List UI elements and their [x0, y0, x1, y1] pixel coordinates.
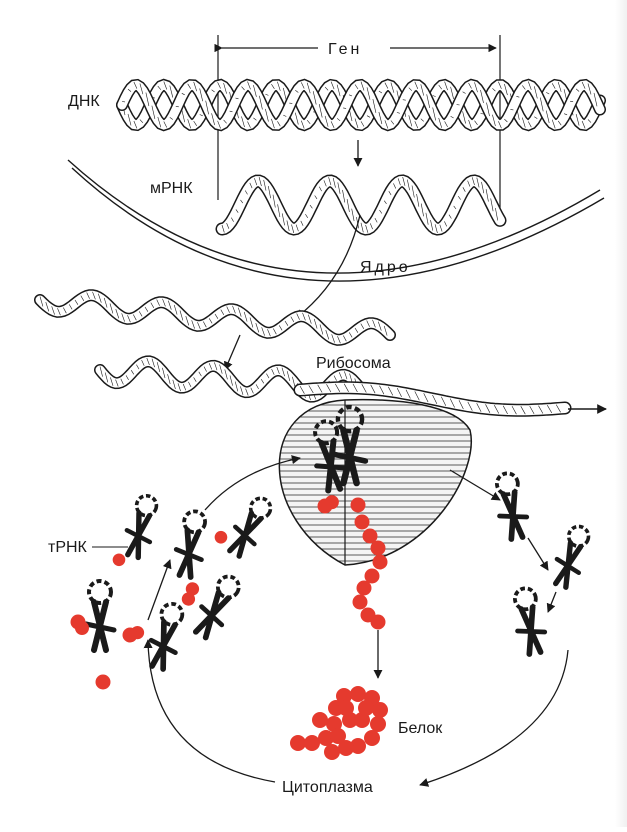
cycle-arrow-right-3 — [548, 592, 556, 612]
mrna-to-ribosome-arrow — [225, 335, 240, 370]
polypeptide-residue — [371, 615, 386, 630]
protein-residue — [290, 735, 306, 751]
trna-outgoing-1 — [492, 471, 530, 540]
protein-label: Белок — [398, 720, 443, 737]
folded-protein — [290, 686, 388, 760]
free-amino-acid — [71, 615, 86, 630]
protein-residue — [372, 702, 388, 718]
cytoplasm-label: Цитоплазма — [282, 779, 373, 796]
trna-incoming-1 — [212, 487, 277, 560]
trna-outgoing-3 — [510, 586, 548, 655]
polypeptide-residue — [353, 595, 368, 610]
trna-incoming-2 — [169, 509, 213, 596]
polypeptide-residue — [351, 498, 366, 513]
trna-outgoing-2 — [549, 523, 594, 590]
polypeptide-residue — [371, 541, 386, 556]
gene-label: Ген — [328, 41, 362, 58]
amino-acid-incoming-1 — [212, 529, 229, 546]
polypeptide-residue — [373, 555, 388, 570]
trna-label: тРНК — [48, 539, 88, 556]
dna-double-helix — [122, 82, 600, 129]
free-amino-acid — [96, 675, 111, 690]
protein-residue — [330, 728, 346, 744]
mrna-nuclear-ribbon — [222, 177, 500, 233]
protein-residue — [324, 744, 340, 760]
export-arrow — [296, 215, 360, 318]
mrna-label: мРНК — [150, 180, 193, 197]
protein-residue — [338, 700, 354, 716]
nucleus-label: Ядро — [360, 259, 411, 276]
protein-residue — [350, 686, 366, 702]
polypeptide-residue — [357, 581, 372, 596]
protein-residue — [358, 700, 374, 716]
trna-incoming-3 — [111, 491, 161, 572]
cycle-arrow-left-up — [148, 560, 170, 620]
cycle-arrow-right-2 — [528, 538, 548, 570]
mrna-cyto-ribbon-1 — [40, 292, 390, 343]
cycle-arrow-bottom-right — [420, 650, 568, 785]
amino-acid-incoming-3 — [111, 552, 126, 567]
protein-residue — [364, 730, 380, 746]
mrna-strand-nucleus — [222, 177, 500, 233]
protein-residue — [370, 716, 386, 732]
polypeptide-residue — [355, 515, 370, 530]
ribosome-label: Рибосома — [316, 355, 391, 372]
protein-residue — [312, 712, 328, 728]
cycle-arrow-bottom-left — [148, 640, 275, 782]
mrna-ribbon-cytoplasm-1 — [40, 292, 390, 343]
free-amino-acid — [318, 499, 333, 514]
free-amino-acid — [123, 628, 138, 643]
protein-residue — [304, 735, 320, 751]
dna-label: ДНК — [68, 93, 100, 110]
